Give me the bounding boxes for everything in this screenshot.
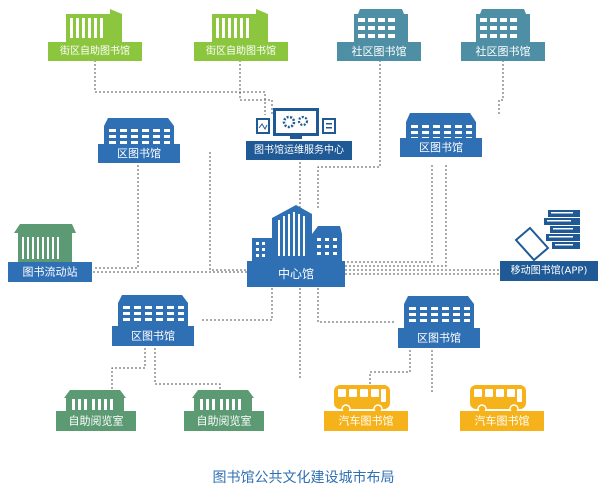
mobile-library-app: 移动图书馆(APP) [500, 210, 598, 281]
district-library-upper-left-label: 区图书馆 [117, 146, 161, 160]
connector-central-districtLL [200, 288, 273, 321]
books-tablet-icon [514, 210, 580, 262]
district-library-lower-right: 区图书馆 [398, 296, 480, 348]
connector-districtUL-station [93, 165, 139, 269]
service-center: 图书馆运维服务中心 [246, 108, 352, 160]
connector-districtLL-reading2 [154, 348, 221, 392]
district-library-upper-right-label: 区图书馆 [419, 140, 463, 154]
bus-library-1: 汽车图书馆 [324, 385, 408, 431]
connector-community2-appmain [498, 60, 504, 115]
monitors-gears-icon [256, 108, 336, 139]
street-library-2-label: 街区自助图书馆 [206, 44, 276, 57]
connectors [93, 60, 504, 392]
reading-room-2-label: 自助阅览室 [197, 414, 252, 428]
kiosk-icon [14, 224, 76, 263]
building-icon [404, 296, 474, 330]
connector-districtUR-central2 [345, 165, 447, 267]
district-library-upper-right: 区图书馆 [400, 113, 482, 157]
service-center-label: 图书馆运维服务中心 [254, 143, 344, 156]
central-library-label: 中心馆 [278, 266, 314, 281]
connector-districtUL-central [209, 152, 255, 271]
hall-icon [192, 390, 254, 412]
building-icon [118, 295, 188, 329]
building-icon [66, 9, 122, 43]
connector-community1-central [317, 60, 381, 210]
book-mobile-station: 图书流动站 [8, 224, 92, 282]
district-library-lower-left: 区图书馆 [112, 295, 194, 346]
community-library-2: 社区图书馆 [461, 9, 545, 61]
reading-room-1-label: 自助阅览室 [69, 414, 124, 428]
community-library-1-label: 社区图书馆 [352, 44, 407, 58]
reading-room-1: 自助阅览室 [56, 390, 136, 431]
bus-icon [470, 385, 526, 414]
community-library-2-label: 社区图书馆 [476, 44, 531, 58]
hall-icon [64, 390, 126, 412]
diagram-caption: 图书馆公共文化建设城市布局 [212, 470, 395, 486]
reading-room-2: 自助阅览室 [184, 390, 264, 431]
connector-districtUR-central1 [345, 165, 433, 263]
district-library-lower-left-label: 区图书馆 [131, 329, 175, 343]
street-library-1-label: 街区自助图书馆 [60, 44, 130, 57]
building-icon [476, 9, 530, 43]
bus-library-2: 汽车图书馆 [460, 385, 544, 431]
connector-street1-service [94, 60, 266, 115]
district-library-upper-left: 区图书馆 [98, 118, 180, 163]
district-library-lower-right-label: 区图书馆 [417, 331, 461, 345]
community-library-1: 社区图书馆 [337, 9, 421, 61]
bus-library-2-label: 汽车图书馆 [475, 414, 530, 428]
connector-street2-service [239, 60, 273, 115]
connector-districtLL-reading1 [111, 348, 146, 392]
connector-central-districtLR [317, 288, 395, 323]
street-library-2: 街区自助图书馆 [194, 9, 288, 61]
connector-districtLR-bus1 [369, 350, 411, 392]
mobile-library-app-label: 移动图书馆(APP) [511, 264, 588, 277]
central-library: 中心馆 [247, 205, 345, 287]
book-mobile-station-label: 图书流动站 [23, 265, 78, 279]
building-icon [354, 9, 408, 43]
street-library-1: 街区自助图书馆 [48, 9, 142, 61]
skyscrapers-icon [252, 205, 342, 262]
bus-icon [334, 385, 390, 414]
building-icon [212, 9, 268, 43]
bus-library-1-label: 汽车图书馆 [339, 414, 394, 428]
